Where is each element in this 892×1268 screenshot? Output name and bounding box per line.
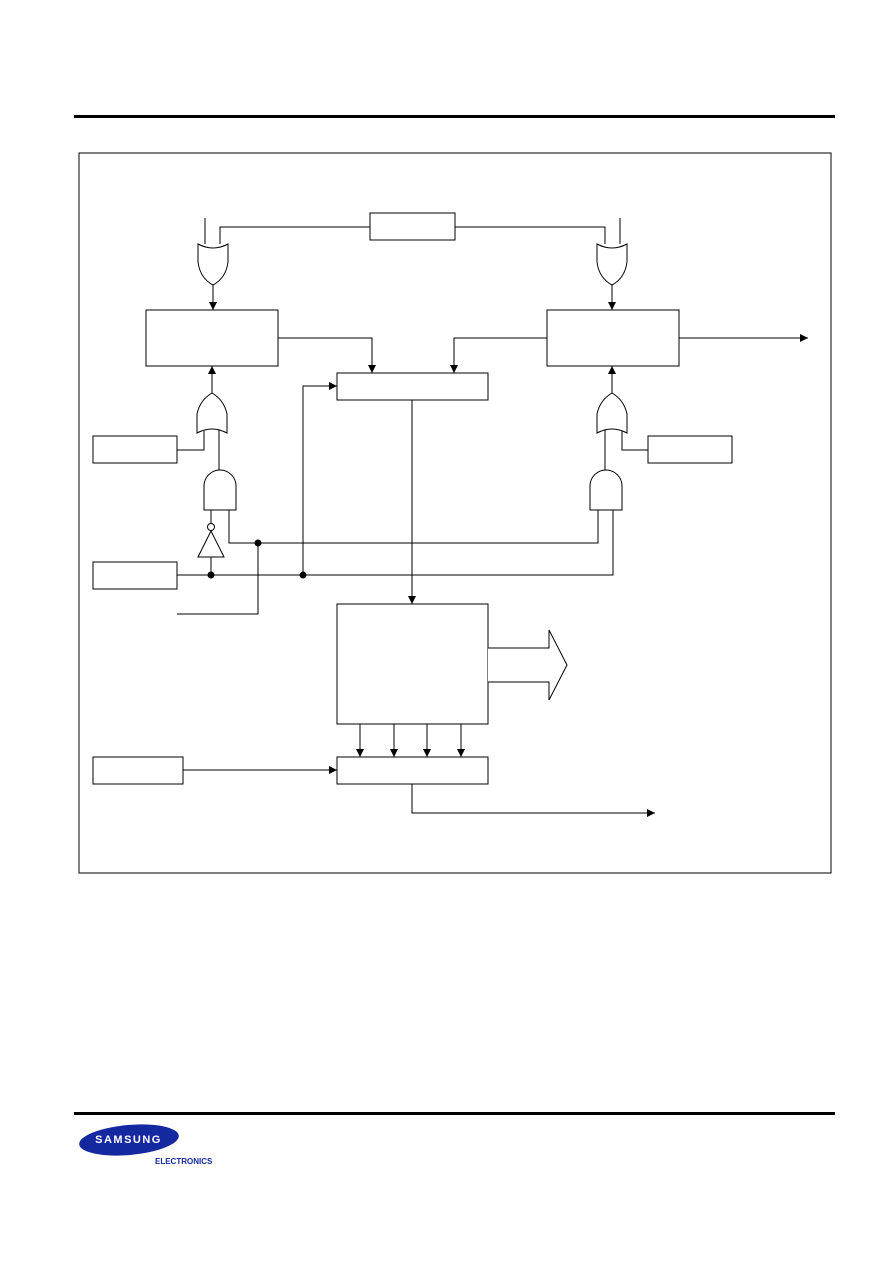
middle-box — [336, 372, 489, 401]
inverter-bubble — [207, 523, 215, 531]
inverter-triangle — [197, 529, 225, 558]
wire-left-input-1 — [177, 431, 205, 451]
wire-right-box-to-mid — [450, 337, 547, 373]
bottom-mux-box — [336, 756, 489, 785]
header-rule — [74, 115, 835, 118]
samsung-logo: SAMSUNG ELECTRONICS — [78, 1124, 228, 1174]
footer-rule — [74, 1112, 835, 1115]
and-gate-left — [203, 469, 237, 511]
top-center-box — [369, 212, 456, 241]
or-gate-mid-right — [596, 392, 628, 434]
wire-right-input-1 — [621, 431, 648, 451]
logo-ellipse — [79, 1124, 179, 1156]
left-input-box-3 — [92, 756, 184, 785]
big-output-arrow — [488, 629, 568, 701]
wire-top-box-left — [219, 226, 370, 244]
diagram-frame — [78, 152, 832, 874]
and-gate-right — [589, 469, 623, 511]
wire-free-input — [177, 543, 259, 615]
logo-subtitle-text: ELECTRONICS — [155, 1157, 213, 1166]
wire-left-box-to-mid — [278, 337, 376, 373]
wire-top-box-right — [455, 226, 606, 244]
wire-bus — [177, 510, 614, 576]
bottom-block — [336, 603, 489, 725]
logo-brand-text: SAMSUNG — [95, 1134, 162, 1146]
left-input-box-1 — [92, 435, 178, 464]
or-gate-top-right — [596, 243, 628, 286]
junction-dot — [207, 571, 215, 579]
wire-bus-to-mid — [302, 382, 337, 575]
or-gate-top-left — [197, 243, 229, 286]
wire-and-left-to-line — [228, 510, 599, 544]
right-input-box-1 — [647, 435, 733, 464]
or-gate-mid-left — [196, 392, 228, 434]
right-main-box — [546, 309, 680, 367]
bottom-output-arrow — [411, 784, 655, 817]
left-input-box-2 — [92, 561, 178, 590]
left-main-box — [145, 309, 279, 367]
